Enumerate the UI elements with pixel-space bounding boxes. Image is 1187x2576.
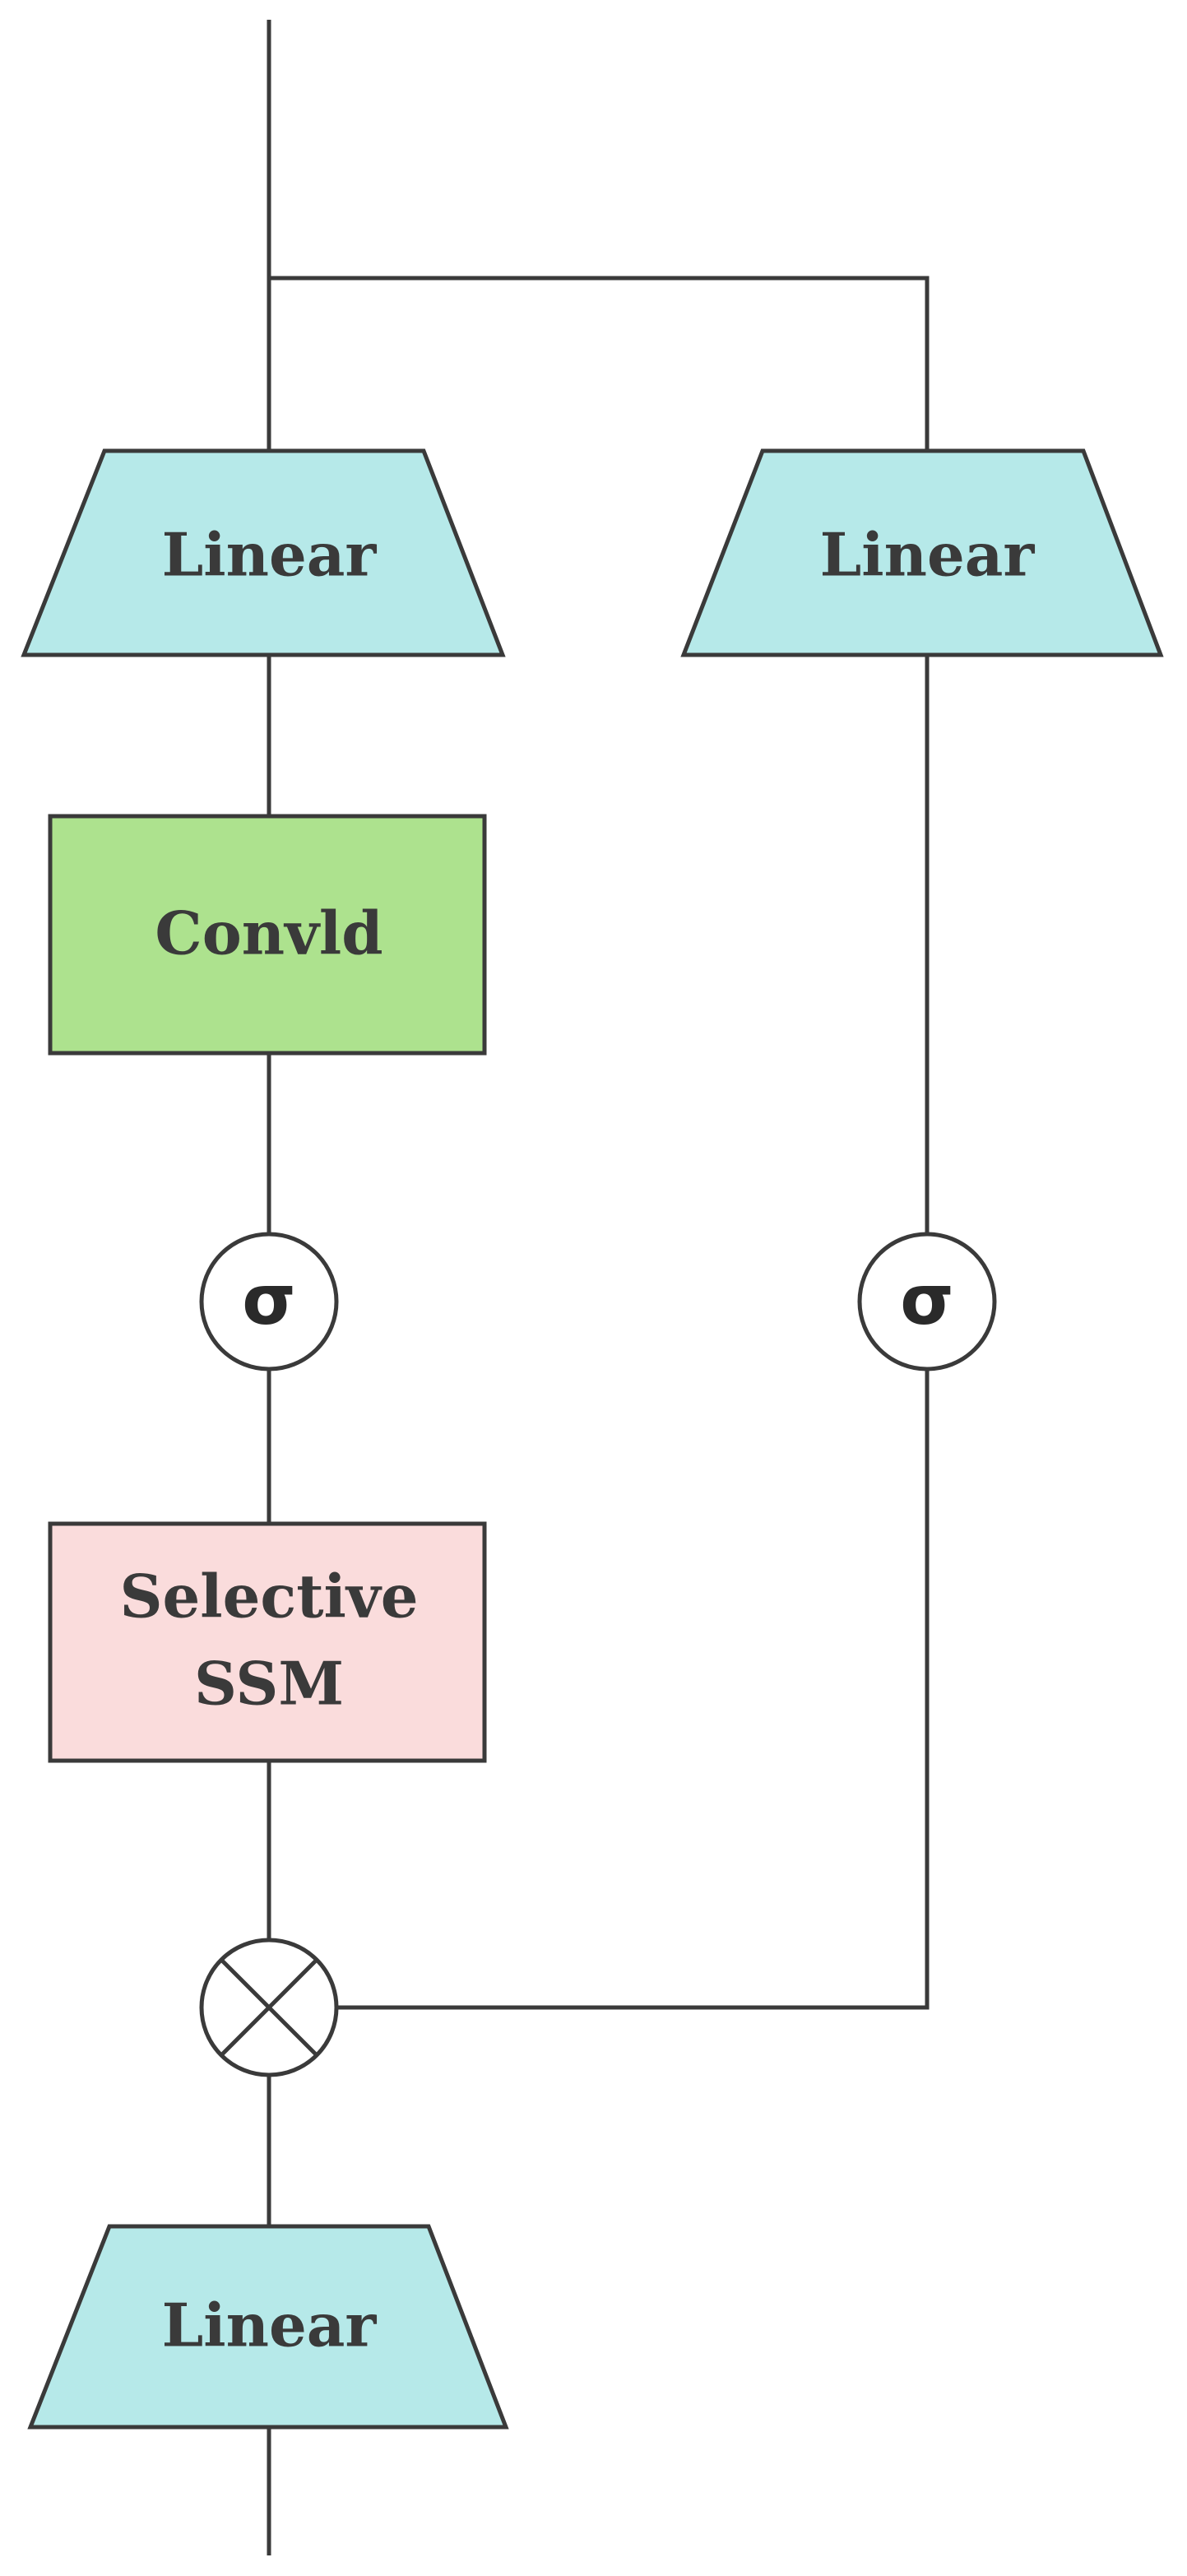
sigma-right-icon: σ	[900, 1260, 953, 1340]
conv-label: Convld	[155, 898, 383, 968]
ssm-shape	[48, 1521, 487, 1763]
linear-right-label: Linear	[820, 520, 1036, 590]
conv-shape	[48, 814, 487, 1056]
sigma-right-circle	[857, 1232, 997, 1372]
multiply-icon	[220, 1958, 318, 2057]
sigma-left-circle	[199, 1232, 339, 1372]
linear-left-block: Linear	[21, 448, 506, 657]
sigma-right-node: σ	[857, 1232, 997, 1372]
multiply-node	[199, 1938, 339, 2077]
linear-bottom-label: Linear	[162, 2291, 378, 2360]
linear-right-shape	[680, 448, 1164, 657]
right-sigma-to-multiply-line	[336, 1369, 930, 2010]
ssm-block: Selective SSM	[48, 1521, 487, 1763]
connector-lines	[267, 20, 930, 2555]
linear-left-shape	[21, 448, 506, 657]
linear-bottom-block: Linear	[27, 2224, 509, 2430]
linear-right-block: Linear	[680, 448, 1164, 657]
ssm-label-line1: Selective	[119, 1562, 418, 1631]
conv-block: Convld	[48, 814, 487, 1056]
sigma-left-node: σ	[199, 1232, 339, 1372]
linear-bottom-shape	[27, 2224, 509, 2430]
linear-left-label: Linear	[162, 520, 378, 590]
branch-line	[269, 276, 930, 451]
ssm-label-line2: SSM	[194, 1649, 344, 1719]
sigma-left-icon: σ	[242, 1260, 295, 1340]
